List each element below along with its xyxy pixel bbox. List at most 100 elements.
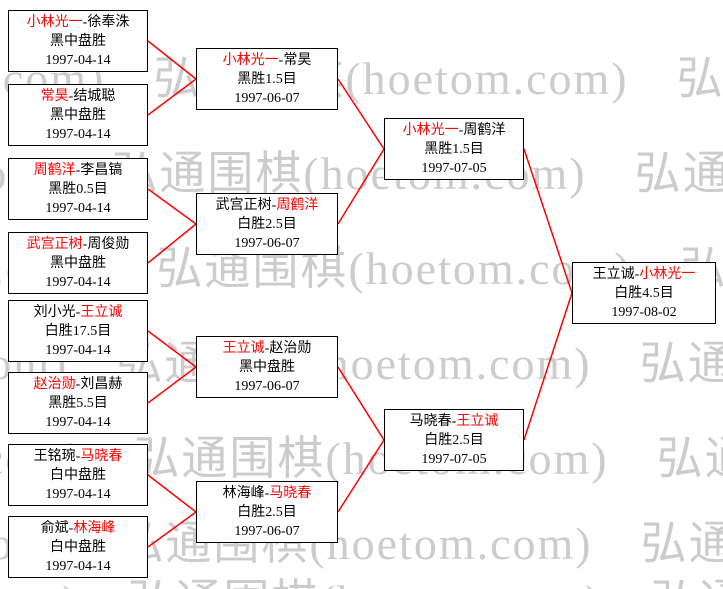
match-result: 黑胜1.5目	[424, 141, 484, 157]
match-box-r2-m1: 小林光一-常昊 黑胜1.5目 1997-06-07	[196, 48, 338, 110]
match-box-sf-m2: 马晓春-王立诚 白胜2.5目 1997-07-05	[384, 409, 524, 471]
match-players: 小林光一-周鹤洋	[385, 121, 523, 140]
connector-line	[147, 40, 197, 80]
player1-name: 武宫正树	[26, 236, 83, 252]
connector-line	[147, 223, 197, 264]
player2-name: 刘昌赫	[80, 376, 123, 392]
match-box-r2-m2: 武宫正树-周鹤洋 白胜2.5目 1997-06-07	[196, 193, 338, 255]
match-players: 刘小光-王立诚	[9, 303, 147, 322]
player2-name: 赵治勋	[269, 340, 312, 356]
match-date: 1997-06-07	[234, 90, 300, 106]
match-players: 王立诚-赵治勋	[197, 339, 337, 358]
match-box-r1-m2: 常昊-结城聪 黑中盘胜 1997-04-14	[8, 84, 148, 146]
connector-line	[147, 474, 197, 513]
connector-line	[337, 366, 385, 441]
match-date: 1997-06-07	[234, 235, 300, 251]
player-separator: -	[451, 413, 457, 429]
match-result: 黑中盘胜	[50, 255, 106, 271]
connector-line	[147, 188, 197, 225]
player-separator: -	[75, 304, 81, 320]
player2-name: 结城聪	[73, 88, 116, 104]
player2-name: 小林光一	[639, 266, 696, 282]
match-box-r1-m6: 赵治勋-刘昌赫 黑胜5.5目 1997-04-14	[8, 372, 148, 434]
connector-line	[523, 292, 573, 441]
match-date: 1997-04-14	[45, 414, 111, 430]
match-players: 俞斌-林海峰	[9, 519, 147, 538]
player1-name: 赵治勋	[33, 376, 76, 392]
player2-name: 周鹤洋	[463, 122, 506, 138]
match-date: 1997-04-14	[45, 342, 111, 358]
match-players: 周鹤洋-李昌镐	[9, 161, 147, 180]
player1-name: 俞斌	[40, 520, 69, 536]
watermark-text: 弘通围棋(hoetom.com)	[656, 433, 723, 484]
player1-name: 林海峰	[222, 485, 265, 501]
match-players: 小林光一-常昊	[197, 51, 337, 70]
watermark-text: 弘通围棋(hoetom.com)	[116, 338, 592, 389]
player-separator: -	[68, 520, 74, 536]
match-players: 王立诚-小林光一	[573, 265, 715, 284]
player2-name: 王立诚	[80, 304, 123, 320]
watermark-row: 弘通围棋(hoetom.com)弘通围棋(hoetom.com)弘通围棋(hoe…	[0, 137, 723, 203]
player-separator: -	[264, 485, 270, 501]
match-result: 白中盘胜	[50, 539, 106, 555]
match-players: 武宫正树-周俊勋	[9, 235, 147, 254]
watermark-row: 弘通围棋(hoetom.com)弘通围棋(hoetom.com)弘通围棋(hoe…	[0, 565, 723, 589]
connector-line	[337, 148, 385, 225]
match-result: 黑中盘胜	[50, 107, 106, 123]
watermark-text: 弘通围棋(hoetom.com)	[0, 576, 79, 589]
player1-name: 常昊	[40, 88, 69, 104]
match-result: 白胜17.5目	[44, 323, 112, 339]
player-separator: -	[75, 162, 81, 178]
match-box-r1-m3: 周鹤洋-李昌镐 黑胜0.5目 1997-04-14	[8, 158, 148, 220]
match-result: 黑中盘胜	[239, 359, 295, 375]
match-date: 1997-04-14	[45, 52, 111, 68]
match-players: 常昊-结城聪	[9, 87, 147, 106]
player-separator: -	[82, 14, 88, 30]
watermark-text: 弘通围棋(hoetom.com)	[634, 148, 723, 199]
connector-line	[147, 78, 197, 116]
match-players: 赵治勋-刘昌赫	[9, 375, 147, 394]
match-result: 白胜2.5目	[237, 216, 297, 232]
match-box-r1-m5: 刘小光-王立诚 白胜17.5目 1997-04-14	[8, 300, 148, 362]
player2-name: 马晓春	[80, 448, 123, 464]
match-result: 黑胜1.5目	[237, 71, 297, 87]
match-date: 1997-08-02	[611, 304, 677, 320]
player1-name: 武宫正树	[215, 197, 272, 213]
player1-name: 周鹤洋	[33, 162, 76, 178]
match-result: 黑胜0.5目	[48, 181, 108, 197]
match-players: 武宫正树-周鹤洋	[197, 196, 337, 215]
player2-name: 周俊勋	[87, 236, 130, 252]
watermark-text: 弘通围棋(hoetom.com)	[651, 576, 723, 589]
player1-name: 王立诚	[222, 340, 265, 356]
player1-name: 刘小光	[33, 304, 76, 320]
match-box-final: 王立诚-小林光一 白胜4.5目 1997-08-02	[572, 262, 716, 324]
match-date: 1997-04-14	[45, 126, 111, 142]
player-separator: -	[75, 376, 81, 392]
match-box-r1-m8: 俞斌-林海峰 白中盘胜 1997-04-14	[8, 516, 148, 578]
player-separator: -	[271, 197, 277, 213]
match-result: 黑胜5.5目	[48, 395, 108, 411]
player-separator: -	[278, 52, 284, 68]
match-result: 白胜4.5目	[614, 285, 674, 301]
match-date: 1997-07-05	[421, 451, 487, 467]
player-separator: -	[458, 122, 464, 138]
match-box-r2-m3: 王立诚-赵治勋 黑中盘胜 1997-06-07	[196, 336, 338, 398]
connector-line	[147, 330, 197, 368]
match-box-r1-m1: 小林光一-徐奉洙 黑中盘胜 1997-04-14	[8, 10, 148, 72]
match-date: 1997-04-14	[45, 486, 111, 502]
player2-name: 李昌镐	[80, 162, 123, 178]
match-date: 1997-04-14	[45, 558, 111, 574]
player1-name: 王铭琬	[33, 448, 76, 464]
player1-name: 马晓春	[409, 413, 452, 429]
watermark-text: 弘通围棋(hoetom.com)	[676, 53, 723, 104]
match-date: 1997-04-14	[45, 274, 111, 290]
player-separator: -	[68, 88, 74, 104]
player-separator: -	[82, 236, 88, 252]
match-result: 黑中盘胜	[50, 33, 106, 49]
match-players: 小林光一-徐奉洙	[9, 13, 147, 32]
connector-line	[147, 366, 197, 404]
connector-line	[523, 148, 573, 294]
player-separator: -	[75, 448, 81, 464]
